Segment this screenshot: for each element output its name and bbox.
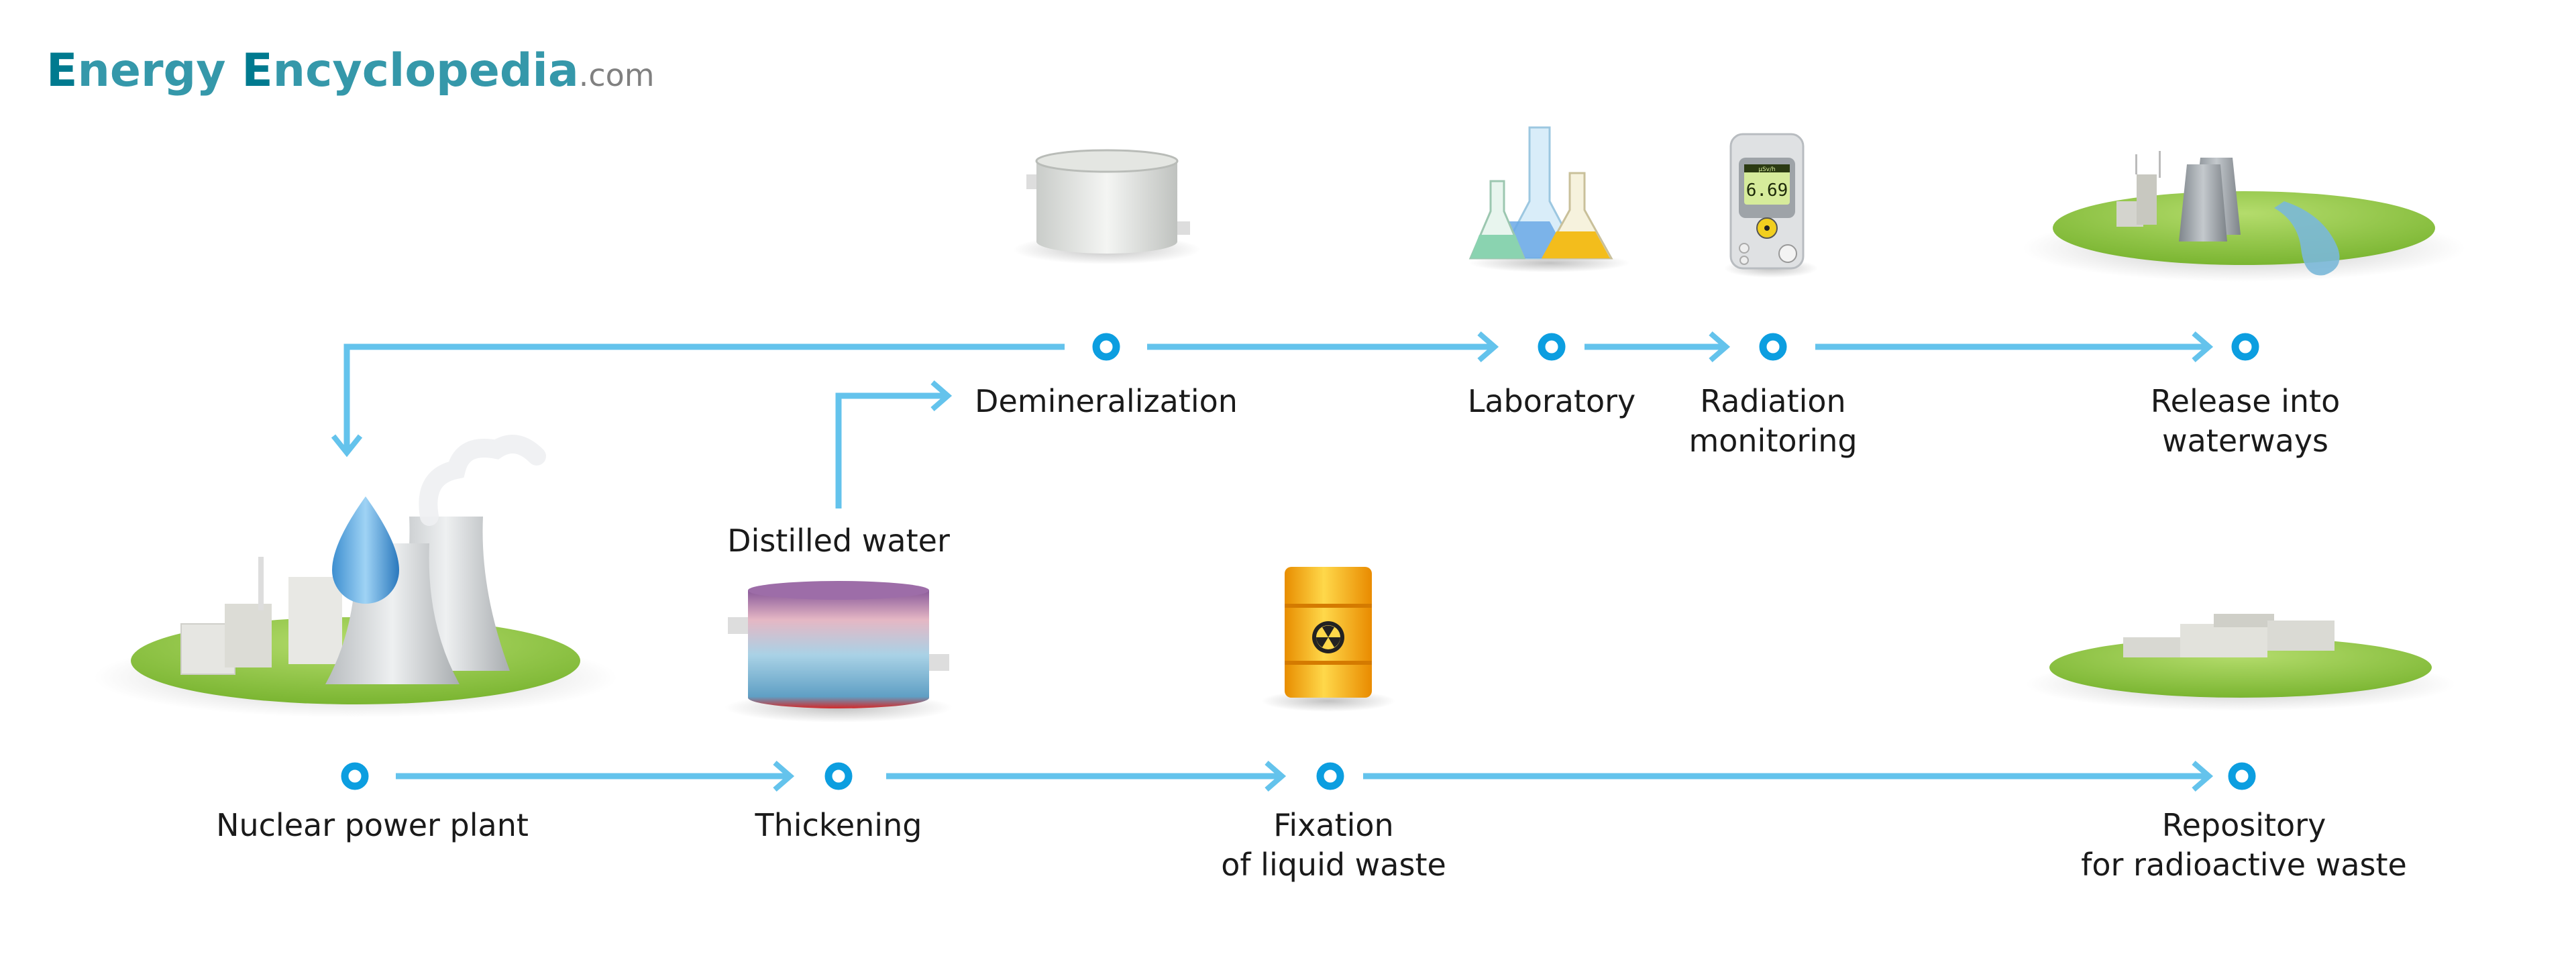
- label-fixation-line1: Fixation: [1273, 807, 1393, 843]
- node-fixation: [1316, 762, 1344, 790]
- distilled-water-flow-line: [835, 392, 946, 508]
- logo-initial-1: E: [46, 44, 77, 97]
- node-laboratory: [1538, 333, 1566, 361]
- node-demineralization: [1092, 333, 1120, 361]
- label-nuclear-plant: Nuclear power plant: [216, 807, 529, 843]
- repository-icon: [2026, 614, 2455, 711]
- arrow-right-icon: [930, 380, 953, 412]
- arrow-right-icon: [2192, 760, 2214, 792]
- return-flow-line: [343, 343, 1065, 453]
- label-repository-line2: for radioactive waste: [2081, 847, 2407, 883]
- label-release-line2: waterways: [2162, 423, 2328, 459]
- label-laboratory: Laboratory: [1468, 383, 1636, 419]
- label-distilled-water: Distilled water: [727, 523, 950, 559]
- flow-lines: [331, 331, 2214, 792]
- label-repository-line1: Repository: [2162, 807, 2326, 843]
- label-demineralization: Demineralization: [975, 383, 1238, 419]
- evaporator-tank-icon: [724, 581, 953, 722]
- arrow-right-icon: [1709, 331, 1731, 363]
- node-radiation-monitoring: [1759, 333, 1787, 361]
- dosimeter-icon: µSv/h 6.69: [1724, 133, 1818, 278]
- arrow-right-icon: [773, 760, 795, 792]
- arrow-right-icon: [1477, 331, 1499, 363]
- node-thickening: [824, 762, 853, 790]
- nuclear-plant-icon: [94, 435, 617, 718]
- dosimeter-unit: µSv/h: [1758, 166, 1776, 173]
- plant-waterway-icon: [2023, 151, 2465, 282]
- water-tank-icon: [1013, 149, 1201, 264]
- logo-word-2: ncyclopedia: [273, 44, 579, 97]
- node-release: [2231, 333, 2259, 361]
- label-fixation-line2: of liquid waste: [1221, 847, 1446, 883]
- logo: Energy Encyclopedia.com: [46, 44, 655, 97]
- logo-suffix: .com: [579, 57, 655, 93]
- arrow-right-icon: [2192, 331, 2214, 363]
- logo-word-1: nergy: [77, 44, 241, 97]
- logo-initial-2: E: [241, 44, 272, 97]
- radioactive-barrel-icon: [1261, 567, 1395, 712]
- arrow-down-icon: [331, 434, 363, 458]
- label-radiation-line2: monitoring: [1688, 423, 1857, 459]
- node-repository: [2228, 762, 2256, 790]
- node-nuclear-plant: [341, 762, 369, 790]
- label-release-line1: Release into: [2151, 383, 2340, 419]
- arrow-right-icon: [1265, 760, 1287, 792]
- lab-flasks-icon: [1468, 126, 1630, 272]
- label-radiation-line1: Radiation: [1700, 383, 1845, 419]
- dosimeter-reading: 6.69: [1746, 180, 1788, 201]
- label-thickening: Thickening: [755, 807, 922, 843]
